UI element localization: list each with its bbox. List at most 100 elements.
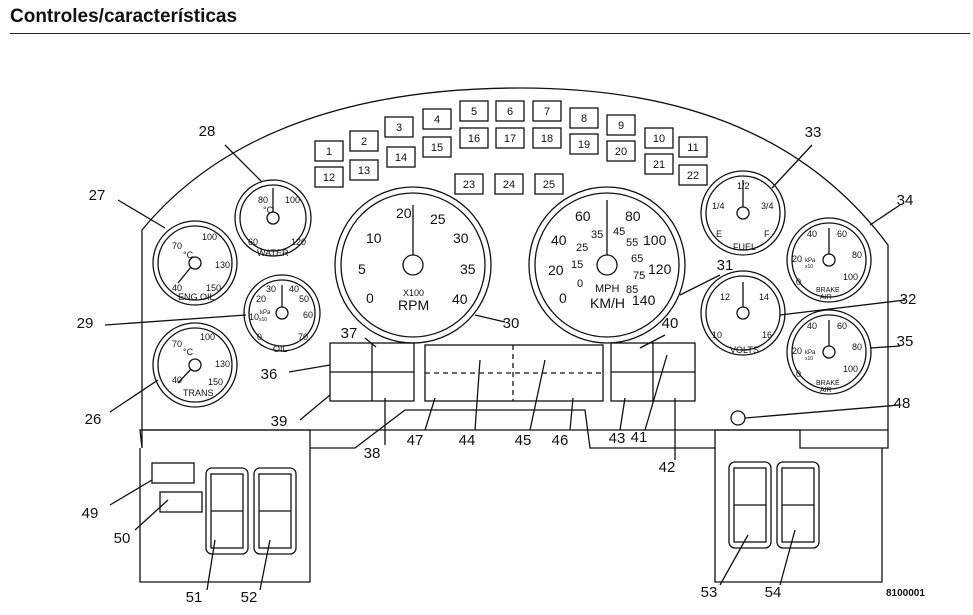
- mph-tick: 140: [632, 292, 656, 308]
- mph-tick: 20: [548, 262, 564, 278]
- brake-air-scale: x10: [805, 264, 813, 270]
- indicator-light: 8: [569, 107, 599, 129]
- callout: 53: [701, 534, 749, 601]
- indicator-light: 9: [606, 114, 636, 136]
- callout-number: 53: [701, 584, 718, 601]
- oil-pressure-gauge: 0 10 20 30 40 50 60 70 kPa x10 OIL: [243, 274, 321, 354]
- callout-number: 28: [199, 123, 216, 140]
- rocker-switch-54[interactable]: [776, 461, 820, 549]
- indicator-light: 23: [454, 173, 484, 195]
- mph-tick: 0: [559, 290, 567, 306]
- brake-air-tick: 80: [852, 342, 862, 352]
- indicator-light: 22: [678, 164, 708, 186]
- indicator-light: 16: [459, 127, 489, 149]
- page-title: Controles/características: [10, 6, 238, 27]
- eng-oil-tick: 150: [206, 283, 221, 293]
- callout: 34: [869, 192, 913, 226]
- callout-number: 54: [765, 584, 782, 601]
- callout-number: 46: [552, 432, 569, 449]
- kmh-tick: 75: [633, 270, 645, 282]
- water-tick: 80: [258, 195, 268, 205]
- indicator-number: 12: [323, 172, 335, 184]
- volts-gauge: 10 12 14 16 VOLTS: [700, 270, 786, 356]
- volts-tick: 16: [762, 330, 772, 340]
- mph-tick: 80: [625, 208, 641, 224]
- lower-left-panel: [139, 448, 311, 583]
- eng-oil-label: ENG OIL: [178, 292, 215, 302]
- callout-number: 50: [114, 530, 131, 547]
- indicator-number: 13: [358, 165, 370, 177]
- indicator-light: 12: [314, 166, 344, 188]
- callout-number: 51: [186, 589, 203, 606]
- volts-label: VOLTS: [730, 345, 759, 355]
- water-unit: °C: [263, 205, 274, 215]
- trans-tick: 40: [172, 375, 182, 385]
- indicator-light: 14: [386, 146, 416, 168]
- indicator-number: 5: [471, 106, 477, 118]
- indicator-light: 13: [349, 159, 379, 181]
- brake-air-tick: 20: [792, 254, 802, 264]
- oil-tick: 30: [266, 284, 276, 294]
- tach-tick: 30: [453, 230, 469, 246]
- mph-tick: 60: [575, 208, 591, 224]
- fuel-tick: E: [716, 229, 722, 239]
- callout-number: 41: [631, 429, 648, 446]
- eng-oil-tick: 130: [215, 260, 230, 270]
- indicator-light: 18: [532, 127, 562, 149]
- callout-number: 38: [364, 445, 381, 462]
- callout: 48: [744, 395, 910, 419]
- trans-tick: 70: [172, 339, 182, 349]
- callout: 41: [631, 354, 668, 446]
- indicator-number: 2: [361, 136, 367, 148]
- eng-oil-tick: 40: [172, 283, 182, 293]
- indicator-light: 19: [569, 133, 599, 155]
- indicator-number: 19: [578, 139, 590, 151]
- indicator-light: 25: [534, 173, 564, 195]
- indicator-light: 7: [532, 100, 562, 122]
- kmh-tick: 65: [631, 253, 643, 265]
- fuel-tick: 1/2: [737, 181, 750, 191]
- tach-scale: X100: [403, 288, 424, 298]
- oil-scale: x10: [259, 317, 267, 323]
- callout: 39: [271, 394, 331, 430]
- rocker-switch-52[interactable]: [253, 467, 297, 555]
- brake-air-tick: 80: [852, 250, 862, 260]
- water-gauge: 60 80 100 120 °C WATER: [234, 179, 312, 258]
- brake-air-tick: 20: [792, 346, 802, 356]
- indicator-light: 17: [495, 127, 525, 149]
- callout: 29: [77, 314, 247, 332]
- tach-tick: 5: [358, 261, 366, 277]
- callout: 52: [241, 539, 271, 606]
- callout-number: 45: [515, 432, 532, 449]
- callout: 31: [679, 257, 733, 296]
- oil-tick: 60: [303, 310, 313, 320]
- fuel-tick: 3/4: [761, 201, 774, 211]
- rocker-switch-53[interactable]: [728, 461, 772, 549]
- water-tick: 120: [291, 237, 306, 247]
- callout: 35: [869, 333, 913, 350]
- indicator-number: 22: [687, 170, 699, 182]
- callout-number: 30: [503, 315, 520, 332]
- water-tick: 100: [285, 195, 300, 205]
- indicator-number: 14: [395, 152, 407, 164]
- brake-air-tick: 0: [796, 277, 801, 287]
- indicator-number: 8: [581, 113, 587, 125]
- callout: 43: [609, 397, 626, 447]
- speedometer-gauge: 0 20 40 60 80 100 120 140 0 15 25 35 45 …: [528, 186, 686, 344]
- mph-tick: 120: [648, 261, 672, 277]
- center-display: [424, 344, 604, 402]
- brake-air-unit: kPa: [805, 350, 816, 356]
- callout-number: 52: [241, 589, 258, 606]
- brake-air-tick: 40: [807, 321, 817, 331]
- indicator-number: 23: [463, 179, 475, 191]
- rocker-switch-51[interactable]: [205, 467, 249, 555]
- callout-number: 40: [662, 315, 679, 332]
- callout: 33: [771, 124, 821, 189]
- tach-tick: 0: [366, 290, 374, 306]
- brake-air-label: BRAKE: [816, 287, 840, 294]
- indicator-light: 15: [422, 136, 452, 158]
- oil-unit: kPa: [260, 310, 271, 316]
- indicator-light: 24: [494, 173, 524, 195]
- indicator-number: 16: [468, 133, 480, 145]
- callout: 42: [659, 398, 676, 476]
